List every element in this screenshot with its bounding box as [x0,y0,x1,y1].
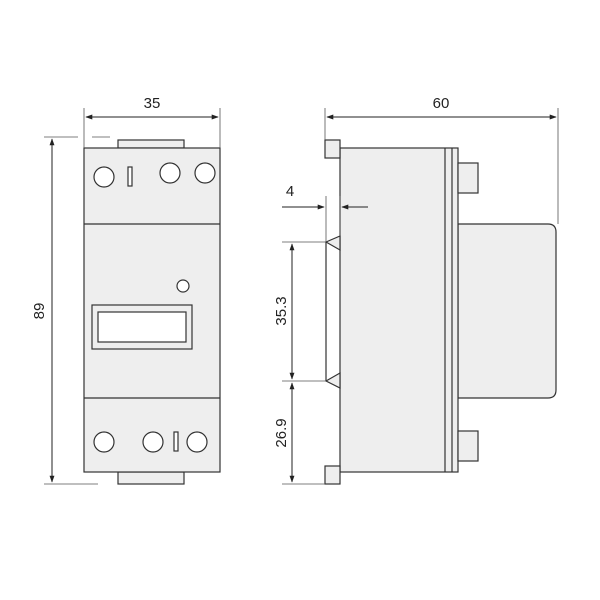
rail-height-label: 35.3 [273,296,290,325]
side-top-back-tab [324,139,341,159]
indicator-led [176,279,190,293]
terminal-screw-bottom-3 [186,431,208,453]
front-width-label: 35 [144,95,161,112]
terminal-screw-top-1 [93,166,115,188]
front-height-dimension: 89 [31,136,110,485]
side-depth-dimension: 60 [324,95,559,224]
clip-offset-label: 4 [286,183,294,200]
front-view [83,139,221,485]
terminal-marker-bottom [173,431,179,452]
bottom-offset-dimension: 26.9 [273,382,325,485]
front-height-label: 89 [31,303,48,320]
rail-clip-lower [324,371,341,389]
terminal-screw-top-2 [159,162,181,184]
side-bottom-back-tab [324,465,341,485]
side-depth-label: 60 [433,95,450,112]
rail-height-dimension: 35.3 [273,241,326,382]
side-view [324,139,557,485]
front-top-tab [117,139,185,149]
terminal-screw-top-3 [194,162,216,184]
clip-offset-dimension: 4 [282,183,368,242]
front-width-dimension: 35 [83,95,221,148]
side-body [339,147,459,473]
terminal-marker-top [127,166,133,187]
terminal-screw-bottom-1 [93,431,115,453]
rail-clip-upper [324,235,341,252]
side-front-cover [457,223,557,399]
display-window [97,311,187,343]
front-bottom-tab [117,471,185,485]
side-top-stud [457,162,479,194]
bottom-offset-label: 26.9 [273,418,290,447]
side-bottom-stud [457,430,479,462]
terminal-screw-bottom-2 [142,431,164,453]
